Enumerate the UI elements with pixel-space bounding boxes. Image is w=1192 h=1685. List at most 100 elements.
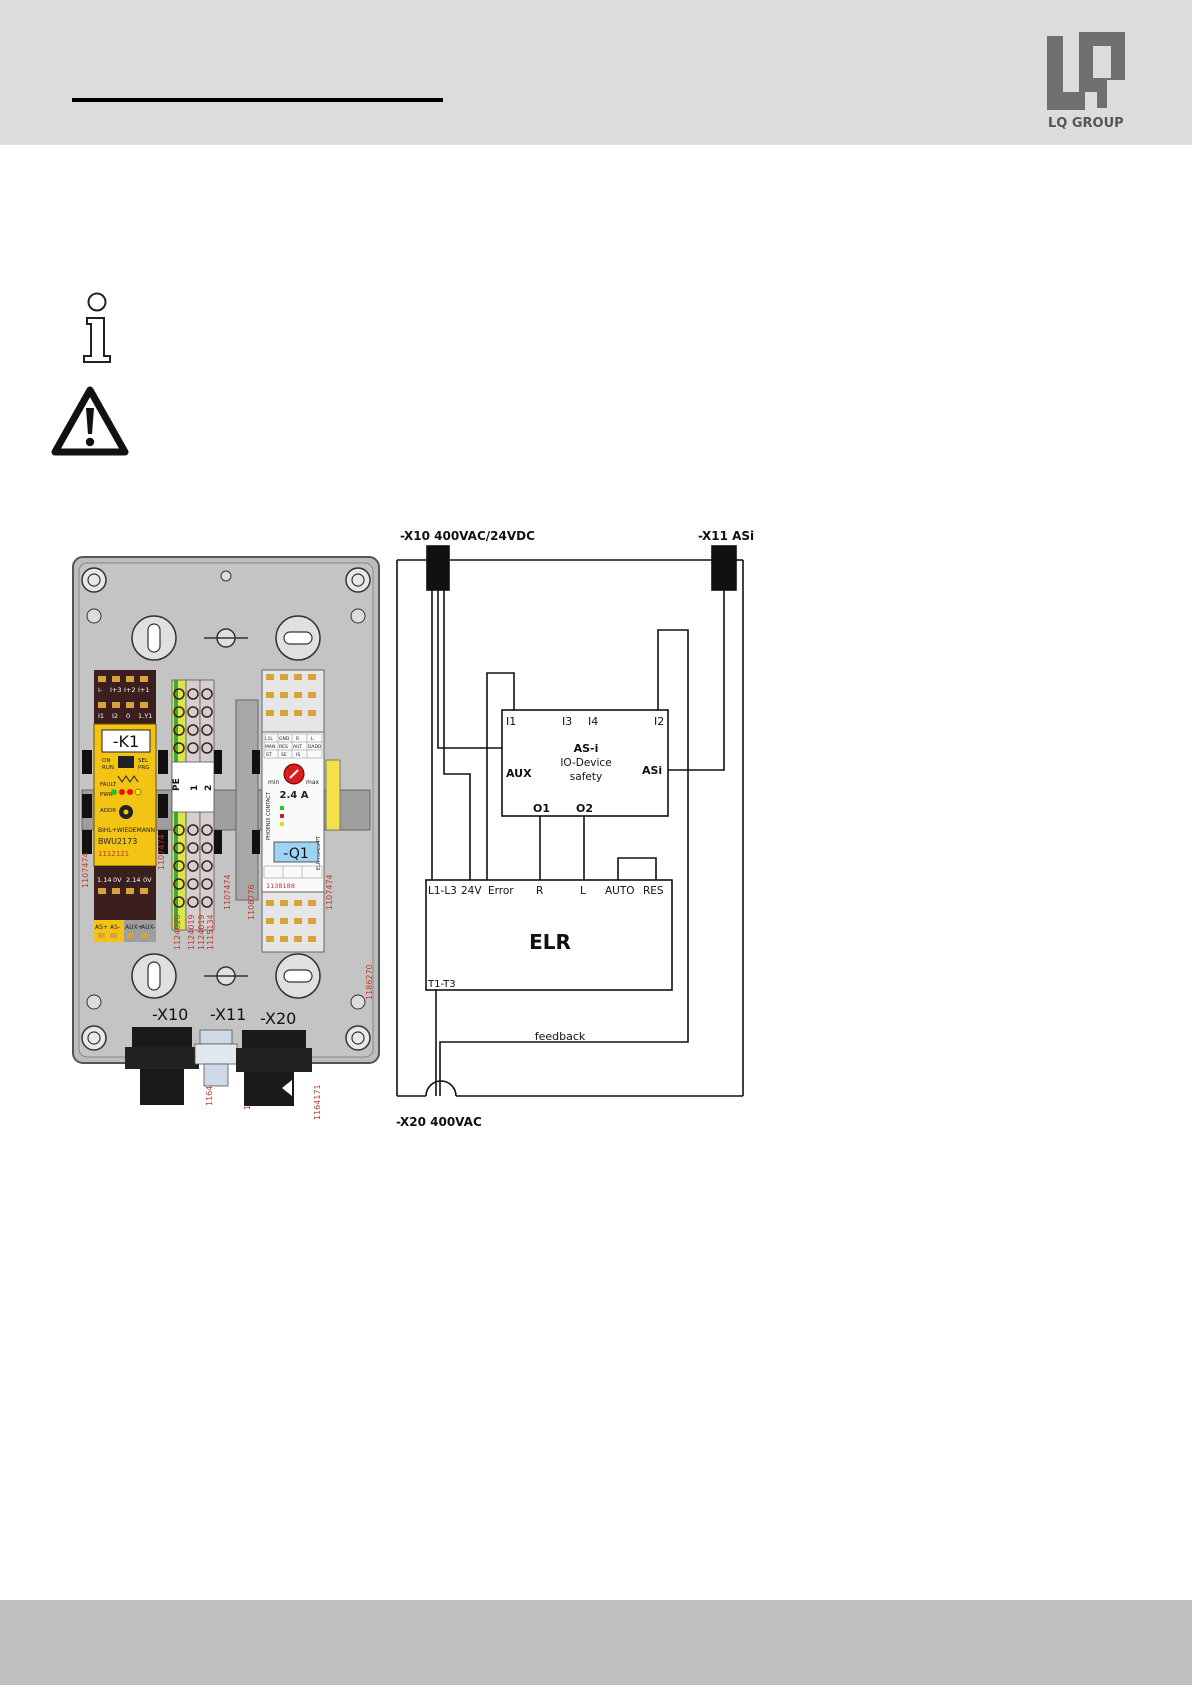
warning-icon xyxy=(51,386,129,456)
elr-terminal: R xyxy=(536,885,543,897)
elr-terminal: RES xyxy=(643,885,664,897)
k1-bus-label: AS+ xyxy=(95,924,108,931)
connector-label-x11: -X11 xyxy=(210,1005,246,1024)
k1-top-label: I2 xyxy=(112,712,118,720)
part-number: 1186270 xyxy=(365,964,374,1000)
q1-grid-label: AUT xyxy=(293,744,302,750)
part-number: 1115134 xyxy=(206,914,215,950)
q1-min-label: min xyxy=(268,779,280,786)
elr-terminal: L1-L3 xyxy=(428,885,457,897)
wiring-diagram xyxy=(396,545,744,1097)
x10-gland xyxy=(125,1027,199,1105)
x20-gland xyxy=(236,1030,312,1106)
x11-gland xyxy=(194,1029,238,1087)
q1-brand: PHOENIX CONTACT xyxy=(266,791,272,840)
info-icon xyxy=(83,292,111,363)
elr-bottom-terminal: T1-T3 xyxy=(427,979,456,990)
k1-label: -K1 xyxy=(113,732,139,751)
k1-top-label: I1 xyxy=(98,712,104,720)
lq-group-logo xyxy=(1047,32,1125,110)
q1-grid-label: R xyxy=(296,736,299,742)
k1-switch-label: SEL xyxy=(138,758,149,764)
k1-top-label: I+2 xyxy=(124,686,136,694)
elr-terminal: Error xyxy=(488,885,514,897)
part-number: 1164172 xyxy=(205,1070,214,1106)
asi-title: IO-Device xyxy=(560,757,611,769)
part-number: 1164171 xyxy=(313,1084,322,1120)
elr-terminal: 24V xyxy=(461,885,482,897)
asi-input-label: I2 xyxy=(654,715,664,728)
asi-output-label: O2 xyxy=(576,802,593,815)
k1-model: BWU2173 xyxy=(98,837,137,846)
q1-grid-label: RES xyxy=(279,744,288,750)
part-number: 1107474 xyxy=(157,834,166,870)
q1-grid-label: DADD xyxy=(308,744,322,750)
enclosure-drawing: I- I+3 I+2 I+1 I1 I2 0 1.Y1 -K1 ON RUN S… xyxy=(72,556,380,1120)
k1-part-number: 1112121 xyxy=(98,850,129,858)
asi-asi-label: ASi xyxy=(642,764,662,777)
k1-bus-label: AS- xyxy=(110,924,120,931)
q1-grid-label: GND xyxy=(279,736,290,742)
part-number: 1108776 xyxy=(247,884,256,920)
q1-grid-label: L1L xyxy=(265,736,273,742)
elr-terminal: AUTO xyxy=(605,885,635,897)
asi-title: safety xyxy=(570,771,602,783)
terminal-pe-label: PE xyxy=(172,778,182,791)
k1-led-label: FAULT xyxy=(100,782,117,788)
k1-top-label: I+3 xyxy=(110,686,122,694)
k1-switch-label: PRG xyxy=(138,765,149,771)
k1-switch-label: ON xyxy=(102,758,110,764)
q1-grid-label: SE xyxy=(281,752,287,758)
asi-input-label: I1 xyxy=(506,715,516,728)
q1-grid-label: IS xyxy=(296,752,300,758)
part-number: 1124020 xyxy=(173,914,182,950)
part-number: 1107474 xyxy=(223,874,232,910)
k1-brand: BIHL+WIEDEMANN xyxy=(98,827,155,834)
k1-led-label: ADDR xyxy=(100,808,116,814)
terminal-1-label: 1 xyxy=(190,785,200,791)
connector-label-x10: -X10 xyxy=(152,1005,188,1024)
k1-led-label: PWR xyxy=(100,792,113,798)
part-number: 1107474 xyxy=(81,852,90,888)
x10-label: -X10 400VAC/24VDC xyxy=(400,530,535,543)
k1-bottom-label: 0V xyxy=(143,876,152,884)
k1-bus-label: AUX+ xyxy=(125,924,143,931)
wiring-figure: I- I+3 I+2 I+1 I1 I2 0 1.Y1 -K1 ON RUN S… xyxy=(72,530,754,1129)
k1-bottom-label: 0V xyxy=(113,876,122,884)
x20-label: -X20 400VAC xyxy=(396,1115,482,1129)
k1-top-label: I+1 xyxy=(138,686,150,694)
k1-top-label: 0 xyxy=(126,712,130,720)
k1-top-label: I- xyxy=(98,686,103,694)
feedback-label: feedback xyxy=(535,1030,586,1043)
k1-bus-label: AUX- xyxy=(141,924,155,931)
q1-grid-label: ST xyxy=(266,752,272,758)
q1-current: 2.4 A xyxy=(280,790,309,801)
q1-grid-label: MAN xyxy=(265,744,275,750)
k1-top-label: 1.Y1 xyxy=(138,712,152,720)
part-number: 1124019 xyxy=(197,914,206,950)
k1-bottom-label: 1.14 xyxy=(97,876,111,884)
q1-max-label: max xyxy=(306,779,320,786)
part-number: 1124019 xyxy=(187,914,196,950)
q1-label: -Q1 xyxy=(283,846,309,862)
x11-label: -X11 ASi xyxy=(698,530,754,543)
page-header: LQ GROUP xyxy=(0,0,1192,145)
connector-label-x20: -X20 xyxy=(260,1009,296,1028)
header-rule xyxy=(72,98,443,102)
asi-title: AS-i xyxy=(574,742,599,755)
asi-aux-label: AUX xyxy=(506,767,532,780)
terminal-2-label: 2 xyxy=(204,785,214,791)
page-footer xyxy=(0,1600,1192,1685)
q1-grid-label: L xyxy=(311,736,314,742)
asi-input-label: I3 xyxy=(562,715,572,728)
elr-title: ELR xyxy=(529,930,571,954)
k1-bottom-label: 2.14 xyxy=(126,876,140,884)
elr-terminal: L xyxy=(580,885,586,897)
logo-text: LQ GROUP xyxy=(1048,116,1124,131)
part-number: 1107474 xyxy=(325,874,334,910)
asi-output-label: O1 xyxy=(533,802,550,815)
q1-model: ELR H3-ES-PT xyxy=(316,835,322,870)
asi-input-label: I4 xyxy=(588,715,598,728)
k1-switch-label: RUN xyxy=(102,765,114,771)
q1-part-number: 1138188 xyxy=(266,882,295,890)
